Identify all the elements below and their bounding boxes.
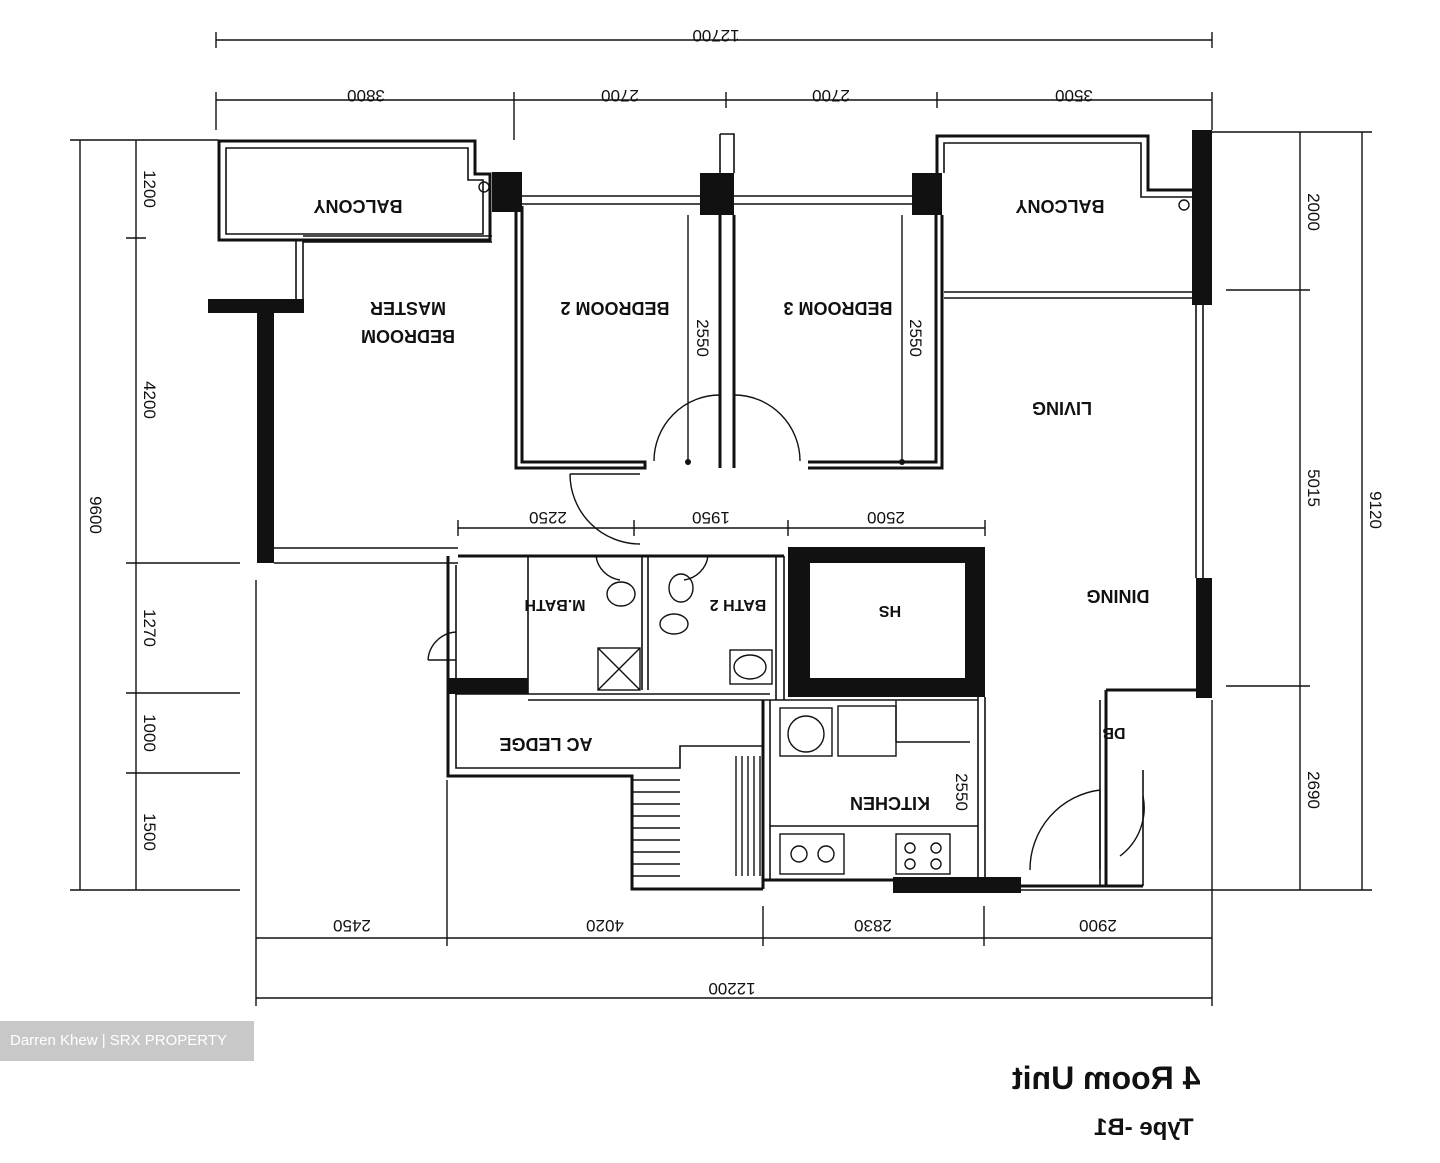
label-bedroom-3: BEDROOM 3 (783, 298, 892, 318)
dim-top-2: 2700 (601, 86, 639, 105)
label-living: LIVING (1032, 398, 1092, 418)
fixtures (478, 181, 1190, 875)
dim-bedroom-3-height: 2550 (906, 319, 925, 357)
dim-top-1: 3800 (347, 86, 385, 105)
dim-bath-3: 2500 (867, 508, 905, 527)
plan-title: 4 Room Unit (1011, 1060, 1200, 1096)
dim-bath-2: 1950 (692, 508, 730, 527)
bath-dimensions: 2250 1950 2500 (457, 508, 986, 536)
dim-bedroom-2-height: 2550 (693, 319, 712, 357)
label-m-bath: M.BATH (524, 596, 585, 613)
dim-right-1: 2000 (1304, 193, 1323, 231)
dim-bottom-1: 2450 (333, 916, 371, 935)
watermark-badge: Darren Khew | SRX PROPERTY (0, 1021, 254, 1061)
title-block: 4 Room Unit Type -B1 (1000, 1058, 1210, 1158)
dim-left-3: 1270 (140, 609, 159, 647)
label-db: DB (1102, 724, 1125, 741)
ac-ledge-grille (632, 756, 761, 877)
dim-left-total: 9600 (86, 496, 105, 534)
label-dining: DINING (1087, 586, 1150, 606)
dim-bottom-3: 2830 (854, 916, 892, 935)
room-labels: BALCONY BALCONY MASTER BEDROOM BEDROOM 2… (314, 196, 1150, 813)
dim-bottom-4: 2900 (1079, 916, 1117, 935)
label-bedroom-2: BEDROOM 2 (560, 298, 669, 318)
dim-bottom-total: 12200 (708, 979, 755, 998)
dim-right-2: 5015 (1304, 469, 1323, 507)
dim-bottom-2: 4020 (586, 916, 624, 935)
dim-left-2: 4200 (140, 381, 159, 419)
dim-left-4: 1000 (140, 714, 159, 752)
label-bath-2: BATH 2 (710, 596, 767, 613)
dim-right-total: 9120 (1366, 491, 1385, 529)
dim-top-3: 2700 (812, 86, 850, 105)
dim-bath-1: 2250 (529, 508, 567, 527)
label-kitchen: KITCHEN (850, 793, 930, 813)
label-master-bedroom-line2: BEDROOM (361, 326, 455, 346)
top-dimensions: 12700 3800 2700 2700 3500 (215, 26, 1213, 140)
dim-left-1: 1200 (140, 170, 159, 208)
left-dimensions: 9600 1200 4200 1270 1000 1500 (70, 139, 240, 891)
right-dimensions: 9120 2000 5015 2690 (1020, 131, 1385, 891)
dim-top-total: 12700 (692, 26, 739, 45)
plan-subtitle: Type -B1 (1094, 1114, 1194, 1141)
label-ac-ledge: AC LEDGE (499, 734, 592, 754)
dim-left-5: 1500 (140, 813, 159, 851)
dim-kitchen-height: 2550 (952, 773, 971, 811)
bottom-dimensions: 2450 4020 2830 2900 12200 (255, 580, 1213, 1006)
walls (208, 130, 1212, 893)
label-hs: HS (879, 602, 902, 619)
label-balcony-right: BALCONY (1016, 196, 1105, 216)
doors (427, 394, 1145, 871)
dim-top-4: 3500 (1055, 86, 1093, 105)
label-master-bedroom-line1: MASTER (370, 298, 446, 318)
label-balcony-left: BALCONY (314, 196, 403, 216)
dim-right-3: 2690 (1304, 771, 1323, 809)
